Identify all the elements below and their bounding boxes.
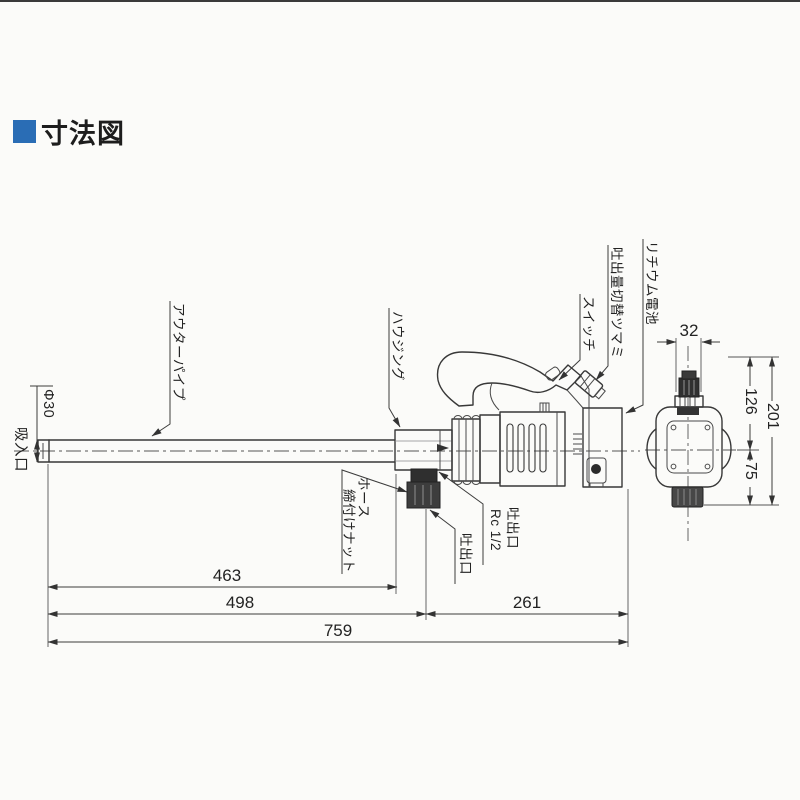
- dim-knob-width: 32: [657, 321, 720, 392]
- clamp-ring: [451, 415, 481, 485]
- outer-pipe: [37, 439, 396, 463]
- callout-outer-pipe: アウターパイプ: [151, 301, 186, 437]
- outlet-end: [671, 486, 704, 508]
- dim-text-total-height: 201: [764, 403, 781, 430]
- dim-text-lower-height: 75: [742, 462, 759, 480]
- label-housing: ハウジング: [390, 311, 405, 381]
- dim-heights: 126 75 201: [704, 356, 781, 506]
- side-view: [14, 351, 640, 509]
- label-outlet-rc-line1: 吐出口: [505, 507, 520, 549]
- vent-rib: [517, 423, 525, 473]
- vent-rib: [528, 423, 536, 473]
- flow-knob-end: [674, 370, 704, 415]
- callout-outlet-rc: 吐出口 Rc 1/2: [438, 471, 520, 565]
- dim-text-pipe-length: 463: [213, 566, 241, 585]
- dim-pipe-diameter: Φ30: [30, 385, 56, 463]
- callout-switch: スイッチ: [558, 294, 596, 381]
- callout-flow-knob: 吐出量切替ツマミ: [595, 245, 624, 381]
- handle: [436, 351, 590, 411]
- callout-battery: リチウム電池: [625, 239, 659, 414]
- section-title: 寸法図: [13, 112, 125, 151]
- label-hose-nut-line1: ホース: [356, 477, 371, 518]
- callout-outlet: 吐出口: [429, 509, 473, 584]
- screw: [704, 424, 711, 431]
- housing-block: [394, 429, 453, 471]
- hose-nut: [406, 468, 441, 509]
- battery-latch: [586, 457, 607, 487]
- dim-text-knob-width: 32: [680, 321, 699, 340]
- switch-trigger: [545, 366, 561, 381]
- flow-marker: [437, 444, 449, 452]
- body-stud: [539, 402, 550, 413]
- face-plate: [666, 420, 714, 474]
- suction-end-cap: [37, 439, 50, 463]
- label-switch: スイッチ: [581, 296, 596, 352]
- label-hose-nut-line2: 締付けナット: [341, 489, 357, 573]
- callout-suction-port: 吸入口: [12, 427, 28, 472]
- dim-text-pipe-diameter: Φ30: [40, 389, 56, 418]
- callout-hose-nut: ホース 締付けナット: [341, 469, 408, 574]
- page-top-border: [0, 0, 800, 2]
- screw: [670, 463, 677, 470]
- label-outlet: 吐出口: [458, 533, 473, 575]
- motor-body: [479, 402, 566, 487]
- right-bulge: [721, 428, 732, 470]
- end-body: [655, 406, 723, 488]
- end-view: [645, 346, 736, 541]
- screw: [670, 424, 677, 431]
- label-flow-knob: 吐出量切替ツマミ: [609, 247, 624, 359]
- dim-text-right-length: 261: [513, 593, 541, 612]
- screw: [704, 463, 711, 470]
- label-battery: リチウム電池: [644, 241, 659, 325]
- dim-lengths: 463 498 261 759: [47, 464, 629, 647]
- left-bulge: [646, 428, 657, 470]
- label-outlet-rc-line2: Rc 1/2: [488, 509, 503, 551]
- title-marker-square: [13, 120, 36, 143]
- vent-rib: [506, 423, 514, 473]
- battery-pack: [573, 407, 623, 488]
- callout-housing: ハウジング: [388, 308, 405, 428]
- flow-knob-side: [574, 370, 606, 400]
- dim-text-total-length: 759: [324, 621, 352, 640]
- dim-text-left-length: 498: [226, 593, 254, 612]
- label-outer-pipe: アウターパイプ: [171, 303, 186, 401]
- dim-text-upper-height: 126: [742, 388, 759, 415]
- section-title-text: 寸法図: [41, 119, 125, 149]
- label-suction-port: 吸入口: [12, 427, 28, 472]
- vent-rib: [539, 423, 547, 473]
